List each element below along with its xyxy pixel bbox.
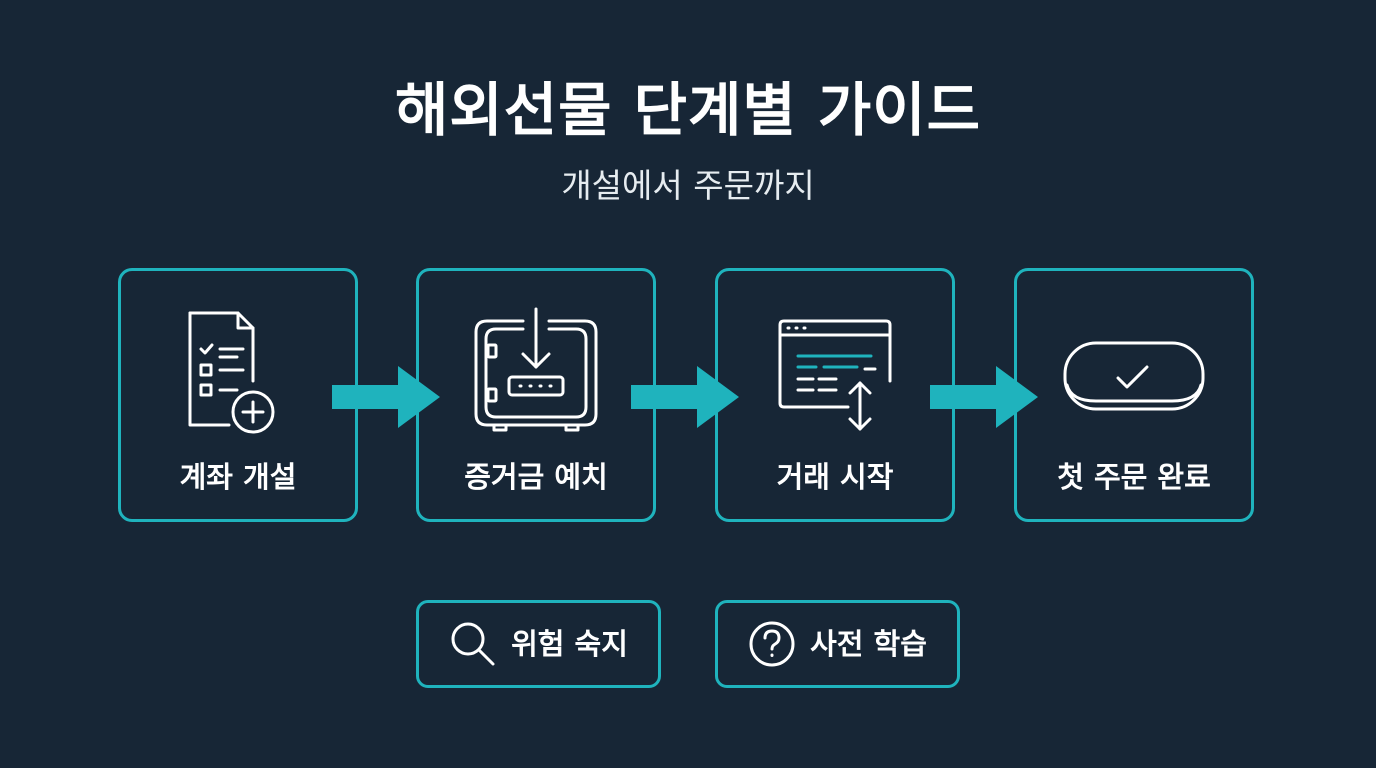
step-label: 거래 시작 [776,460,894,494]
document-checklist-plus-icon [121,299,355,439]
risk-awareness-button[interactable]: 위험 숙지 [416,600,661,688]
search-icon [451,622,495,666]
step-label: 계좌 개설 [179,460,297,494]
pill-label: 위험 숙지 [511,627,628,661]
step-first-order: 첫 주문 완료 [1014,268,1254,522]
step-label: 첫 주문 완료 [1057,460,1211,494]
step-label: 증거금 예치 [464,460,608,494]
check-button-icon [1017,299,1251,439]
page-subtitle: 개설에서 주문까지 [561,166,815,205]
arrow-right-icon [930,366,1038,428]
step-account-opening: 계좌 개설 [118,268,358,522]
page-title: 해외선물 단계별 가이드 [395,76,981,144]
safe-deposit-icon [419,299,653,439]
trading-window-icon [718,299,952,439]
step-trading-start: 거래 시작 [715,268,955,522]
step-margin-deposit: 증거금 예치 [416,268,656,522]
arrow-right-icon [332,366,440,428]
question-icon [749,621,795,667]
pre-learning-button[interactable]: 사전 학습 [715,600,960,688]
pill-label: 사전 학습 [810,627,927,661]
arrow-right-icon [631,366,739,428]
